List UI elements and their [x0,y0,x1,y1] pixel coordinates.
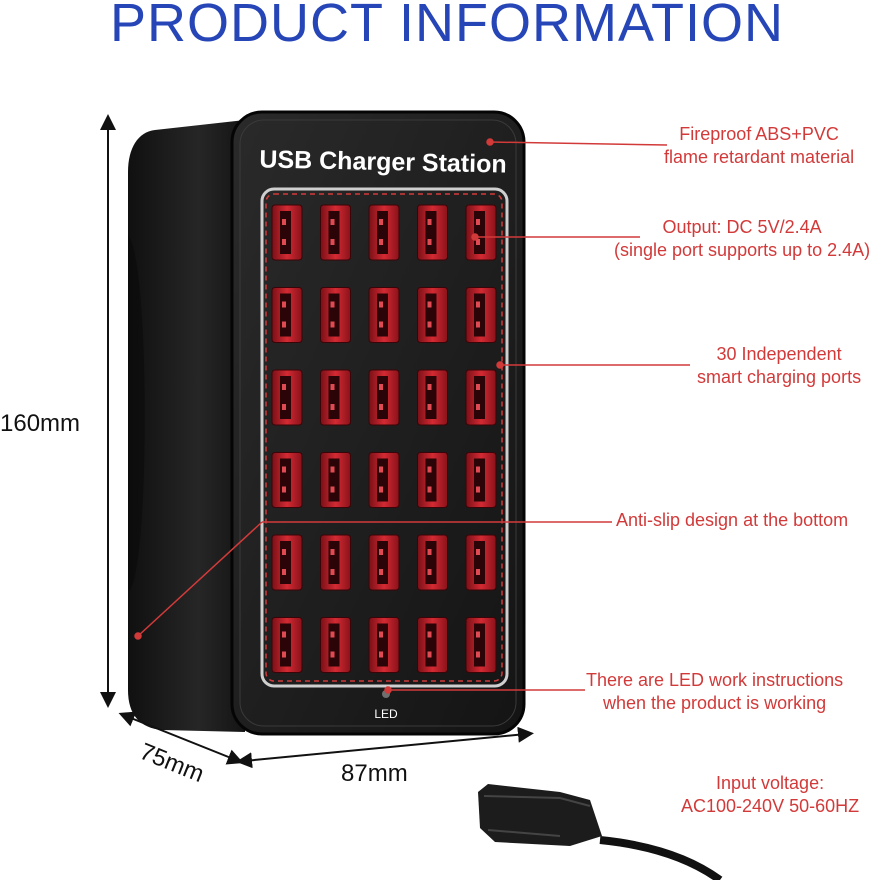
usb-port-grid [271,204,497,673]
usb-port [320,534,351,591]
led-label: LED [374,707,398,721]
usb-port [271,204,303,261]
annotation-lines [134,138,690,694]
usb-port [465,204,497,261]
usb-port [271,369,303,426]
width-dimension-label: 87mm [341,760,408,787]
usb-port [271,534,303,591]
usb-port [417,204,448,261]
usb-port [368,369,400,426]
port-frame [260,187,509,688]
usb-port [320,287,351,343]
annotation-output: Output: DC 5V/2.4A(single port supports … [614,217,871,260]
annotation-anti-slip: Anti-slip design at the bottom [616,510,849,530]
usb-port [271,287,303,343]
usb-port [368,204,400,261]
usb-port [368,452,400,508]
port-highlight-frame [265,193,503,682]
page-title: PRODUCT INFORMATION [110,0,784,53]
usb-port [368,534,400,591]
annotation-input-voltage: Input voltage:AC100-240V 50-60HZ [681,773,860,816]
usb-port [417,617,448,673]
depth-dimension-arrow [118,711,244,765]
usb-port [465,369,497,426]
usb-port [417,287,448,343]
usb-port [417,369,448,426]
usb-port [320,617,351,673]
width-dimension-arrow [236,726,534,769]
charger-side-body [128,120,245,732]
usb-port [417,534,448,591]
usb-port [465,287,497,343]
device-label: USB Charger Station [259,145,507,178]
usb-port [465,617,497,673]
usb-port [368,287,400,343]
usb-port [465,452,497,508]
usb-port [465,534,497,591]
usb-port [368,617,400,673]
usb-port [417,452,448,508]
power-plug [478,784,723,880]
usb-port [320,204,351,261]
usb-port [271,617,303,673]
usb-port [271,452,303,508]
usb-port [320,369,351,426]
usb-port [320,452,351,508]
height-dimension-label: 160mm [0,410,81,437]
